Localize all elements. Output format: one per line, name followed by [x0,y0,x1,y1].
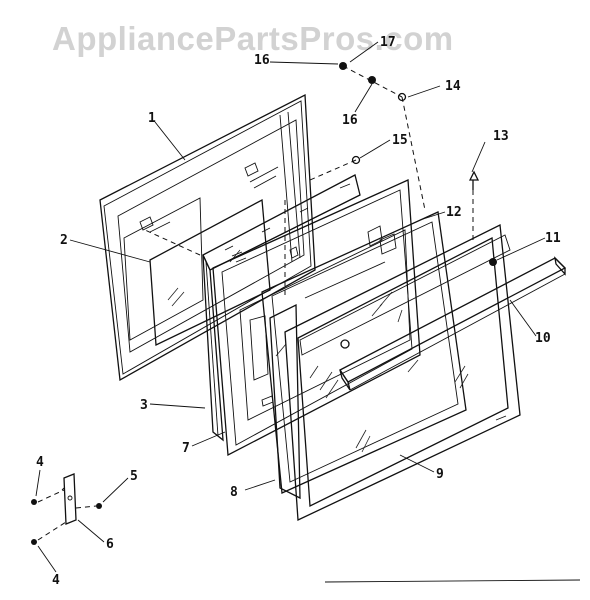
callout-7: 7 [182,441,190,456]
leader-lines [35,41,546,573]
washer-15-icon [351,155,361,165]
callout-10: 10 [535,331,551,346]
glass-panel-part-12 [261,211,467,494]
callout-13: 13 [493,129,509,144]
callout-16-top: 16 [254,53,270,68]
screw-11-icon [489,258,497,266]
screw-5-icon [96,503,102,509]
callout-4-bottom: 4 [52,573,60,588]
screw-4-top-icon [31,499,37,505]
door-handle-part-10 [339,256,567,391]
callout-11: 11 [545,231,561,246]
callout-9: 9 [436,467,444,482]
screw-13-icon [468,170,480,190]
screw-9-icon [340,339,350,349]
callout-8: 8 [230,485,238,500]
callout-2: 2 [60,233,68,248]
callout-14: 14 [445,79,461,94]
callout-5: 5 [130,469,138,484]
callout-3: 3 [140,398,148,413]
gasket-part-8 [269,303,301,500]
watermark-logo: AppliancePartsPros.com [52,20,454,57]
callout-15: 15 [392,133,408,148]
callout-4-top: 4 [36,455,44,470]
callout-16: 16 [342,113,358,128]
screw-16-icon [368,76,376,84]
callout-17: 17 [380,35,396,50]
assembly-lines [37,65,474,541]
screws-and-hardware [31,62,497,545]
screw-4-bottom-icon [31,539,37,545]
door-frame-part-3 [202,174,361,442]
inner-panel-part-7 [212,179,421,457]
callout-1: 1 [148,111,156,126]
callout-12: 12 [446,205,462,220]
baseline-rule [324,579,581,583]
outer-door-part-9 [284,224,521,521]
callout-labels: 1 2 3 4 5 6 7 8 9 10 11 12 13 14 15 16 1… [36,35,561,588]
washer-14-icon [397,92,407,102]
hinge-bracket-part-6 [61,473,77,525]
door-liner-part-1 [99,93,316,382]
callout-6: 6 [106,537,114,552]
